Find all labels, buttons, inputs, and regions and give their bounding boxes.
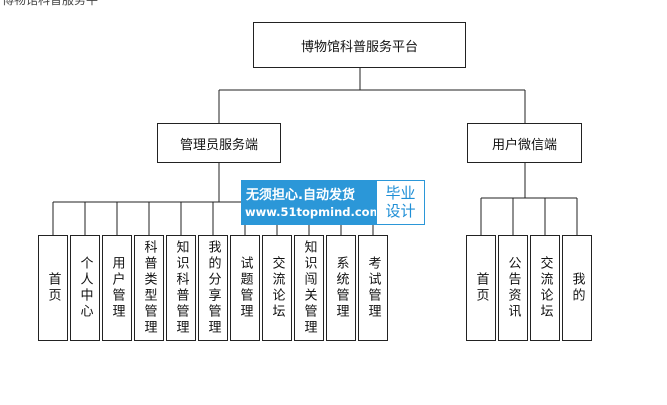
watermark-slogan: 无须担心.自动发货 [246,188,355,203]
root-node: 博物馆科普服务平台 [253,22,466,68]
leaf-node-admin-system-management: 系统管理 [326,235,356,341]
watermark-banner: 无须担心.自动发货 www.51topmind.com 毕业 设计 [241,180,425,225]
leaf-node-admin-user-management: 用户管理 [102,235,132,341]
leaf-node-user-announcements: 公告资讯 [498,235,528,341]
leaf-node-admin-knowledge-management: 知识科普管理 [166,235,196,341]
leaf-node-admin-question-management: 试题管理 [230,235,260,341]
leaf-node-admin-share-management: 我的分享管理 [198,235,228,341]
branch-node-admin: 管理员服务端 [157,123,281,163]
watermark-blue-panel: 无须担心.自动发货 www.51topmind.com [241,180,382,225]
leaf-node-user-mine: 我的 [562,235,592,341]
leaf-node-admin-home: 首页 [38,235,68,341]
leaf-node-admin-challenge-management: 知识闯关管理 [294,235,324,341]
leaf-node-user-forum: 交流论坛 [530,235,560,341]
watermark-badge: 毕业 设计 [376,180,425,225]
branch-node-user: 用户微信端 [467,123,582,163]
watermark-badge-line2: 设计 [385,202,416,220]
leaf-node-admin-personal-center: 个人中心 [70,235,100,341]
leaf-node-admin-forum: 交流论坛 [262,235,292,341]
leaf-node-admin-exam-management: 考试管理 [358,235,388,341]
cropped-top-text: 博物馆科普服务平 [2,0,99,7]
leaf-node-user-home: 首页 [466,235,496,341]
watermark-badge-line1: 毕业 [385,184,416,202]
leaf-node-admin-category-management: 科普类型管理 [134,235,164,341]
watermark-url: www.51topmind.com [245,205,382,219]
